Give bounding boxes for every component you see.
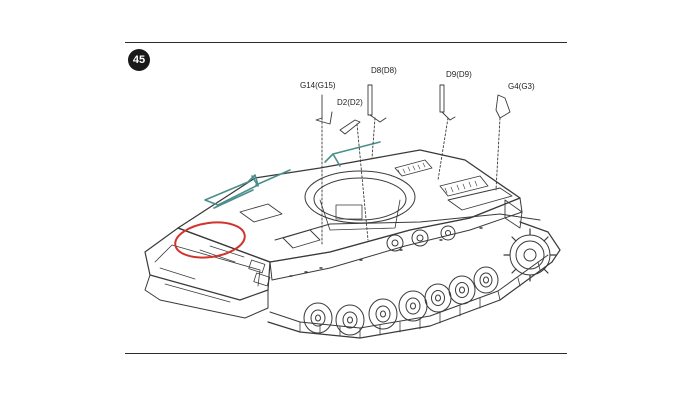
road-wheel-icon [424,283,452,313]
tank-hull [144,149,523,319]
callout-label-g14: G14(G15) [300,81,336,90]
tow-cable-brackets [204,141,381,209]
road-wheels [303,225,499,336]
step-number-badge: 45 [128,49,150,71]
bracket-front-left [204,174,259,206]
drive-sprocket-icon [503,228,557,282]
bracket-upper [324,141,381,167]
road-wheel-icon [473,266,499,294]
bracket-mid [251,169,291,187]
top-divider [125,42,567,43]
road-wheel-icon [303,302,333,334]
road-wheel-icon [398,290,428,322]
callout-label-d8: D8(D8) [371,66,397,75]
road-wheel-icon [335,304,365,336]
part-callouts [315,84,511,246]
road-wheel-icon [448,275,476,305]
road-wheel-icon [368,298,398,330]
callout-label-g4: G4(G3) [508,82,535,91]
bottom-divider [125,353,567,354]
callout-label-d9: D9(D9) [446,70,472,79]
attention-circle [174,221,246,259]
callout-label-d2: D2(D2) [337,98,363,107]
